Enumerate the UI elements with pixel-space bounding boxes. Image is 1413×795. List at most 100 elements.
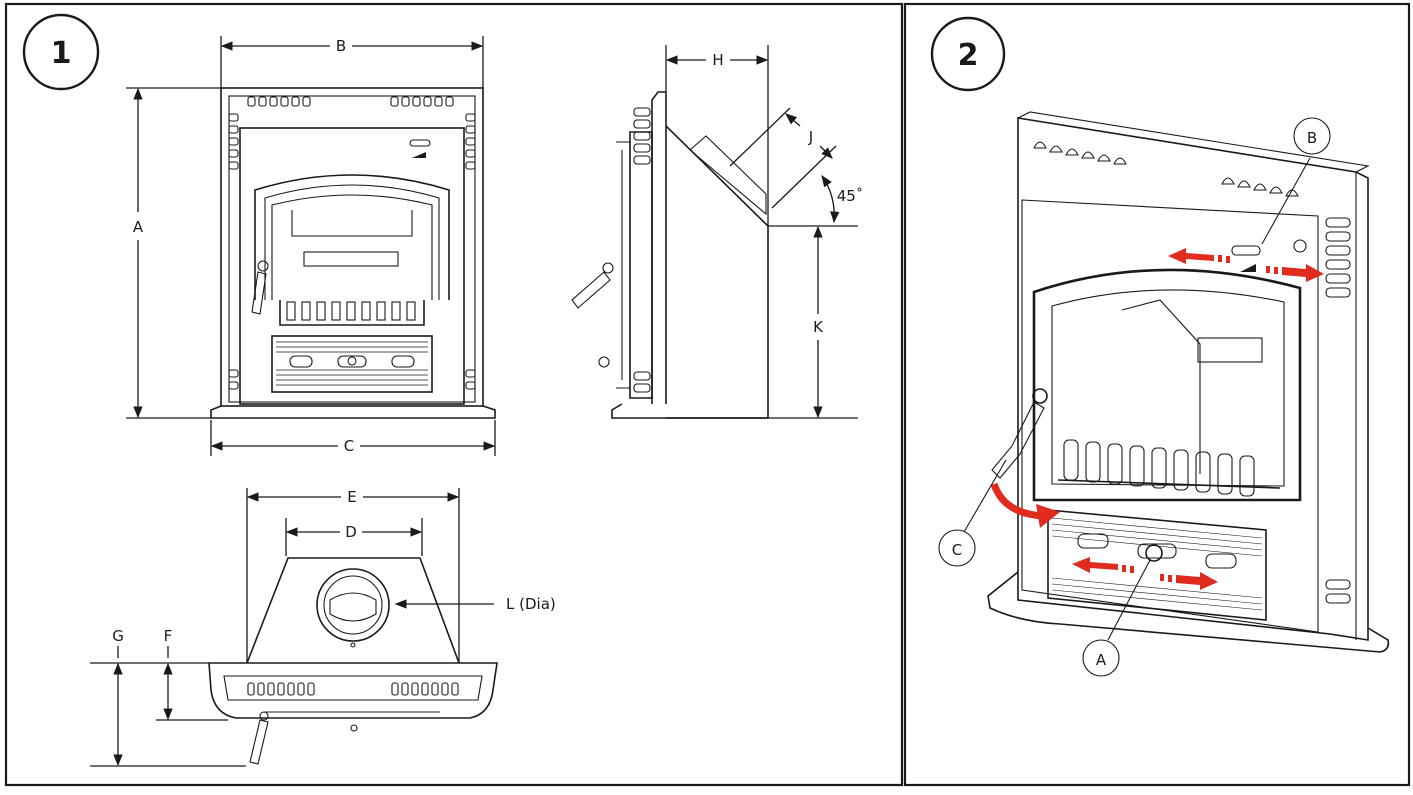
callout-b-group: B — [1261, 117, 1331, 245]
callout-b: B — [1307, 129, 1317, 147]
label-c: C — [344, 437, 354, 455]
callout-a-group: A — [1082, 559, 1151, 677]
red-control-arrows — [990, 248, 1324, 590]
callout-b-leader — [1261, 157, 1311, 245]
stove-top-vents — [1033, 141, 1299, 197]
stove-body — [1017, 117, 1369, 641]
front-vent-left — [289, 355, 313, 368]
stove-primary-air-knob — [1145, 544, 1163, 562]
panel-2-badge: 2 — [958, 38, 979, 73]
front-fuel-bed — [303, 251, 399, 267]
front-plinth — [210, 405, 496, 419]
stove-secondary-air-knob — [1293, 239, 1307, 253]
panel-1-badge: 1 — [51, 36, 72, 71]
top-view: E D L (Dia) F G — [90, 488, 556, 767]
callout-c: C — [952, 541, 962, 559]
top-flue-spigot — [329, 592, 377, 622]
dim-angle-arc — [821, 175, 840, 224]
stove-ashpan-texture — [1051, 517, 1263, 611]
callout-c-circle — [938, 529, 976, 567]
side-firebox — [665, 125, 769, 419]
side-door-profile — [629, 131, 653, 399]
label-e: E — [347, 488, 356, 506]
top-body-outline — [246, 557, 460, 664]
stove-door-surround — [1021, 199, 1319, 633]
stove-plinth — [987, 571, 1390, 653]
top-plinth — [208, 662, 498, 719]
front-grate-bars — [286, 301, 416, 321]
front-air-indicator-icon — [412, 152, 426, 158]
stove-perspective — [987, 111, 1390, 653]
top-vents — [247, 682, 459, 696]
label-angle: 45˚ — [837, 187, 864, 205]
front-vent-knob — [347, 356, 357, 366]
stove-ashpan-door — [1047, 509, 1267, 621]
callout-c-group: C — [938, 459, 1007, 567]
arrow-secondary-left — [1168, 248, 1230, 264]
side-knob — [598, 356, 610, 368]
side-flue-collar — [689, 135, 767, 216]
stove-baffle — [1197, 337, 1263, 363]
top-fixing-hole — [350, 642, 356, 648]
top-flue-collar-outer — [316, 568, 390, 642]
front-window-arch-inner — [264, 184, 440, 300]
side-view: H J 45˚ K — [571, 45, 864, 419]
dim-j-line-lower — [819, 145, 833, 159]
dim-j-line-upper — [785, 113, 801, 127]
front-door-handle — [251, 260, 269, 315]
panel-2-badge-circle — [930, 16, 1006, 92]
label-h: H — [712, 51, 723, 69]
panel-1-frame — [4, 2, 904, 787]
front-ashpan-texture — [276, 341, 428, 386]
panel-2-frame — [903, 2, 1411, 787]
arrow-primary-right — [1160, 572, 1218, 590]
front-top-vents — [247, 96, 454, 107]
front-vent-center — [337, 355, 367, 368]
top-front-plate — [223, 675, 483, 701]
top-handle — [249, 711, 269, 765]
side-plinth — [611, 403, 768, 419]
label-d: D — [345, 523, 357, 541]
front-inner-frame — [228, 95, 476, 403]
arrow-primary-left — [1072, 557, 1134, 573]
label-g: G — [112, 627, 124, 645]
side-front-plate — [651, 91, 667, 404]
stove-side-vents — [1325, 217, 1351, 604]
front-window-glass — [271, 194, 433, 300]
top-flue-collar-inner — [323, 575, 383, 635]
panel-1-badge-circle — [22, 13, 100, 91]
label-b: B — [336, 37, 346, 55]
dim-j-ext-upper — [729, 107, 791, 167]
callout-b-circle — [1293, 117, 1331, 155]
callout-a-circle — [1082, 639, 1120, 677]
front-door-surround — [239, 127, 465, 405]
label-j: J — [808, 128, 813, 146]
callout-a-leader — [1107, 559, 1151, 641]
front-side-vents — [228, 113, 476, 390]
side-vents — [633, 107, 651, 393]
top-knob — [350, 724, 358, 732]
stove-grate-bars — [1063, 439, 1255, 497]
side-door-edge — [616, 141, 631, 389]
stove-vent-right — [1205, 553, 1237, 569]
stove-window-glass — [1051, 289, 1285, 487]
arrow-secondary-right — [1266, 264, 1324, 282]
front-vent-right — [391, 355, 415, 368]
panel-1: 1 — [4, 2, 904, 787]
dim-j-ext-lower — [771, 145, 837, 209]
stove-top-edge — [1017, 111, 1370, 173]
callout-a: A — [1096, 651, 1107, 669]
callout-c-leader — [963, 459, 1007, 533]
front-window-arch-outer — [254, 174, 450, 300]
label-a: A — [133, 218, 144, 236]
stove-door-handle — [991, 388, 1048, 479]
stove-window-arch — [1032, 268, 1302, 502]
stove-firebox-back — [1121, 299, 1201, 474]
front-baffle — [291, 210, 413, 237]
side-handle — [571, 262, 614, 309]
label-l: L (Dia) — [506, 595, 556, 613]
label-k: K — [813, 318, 824, 336]
label-f: F — [164, 627, 173, 645]
